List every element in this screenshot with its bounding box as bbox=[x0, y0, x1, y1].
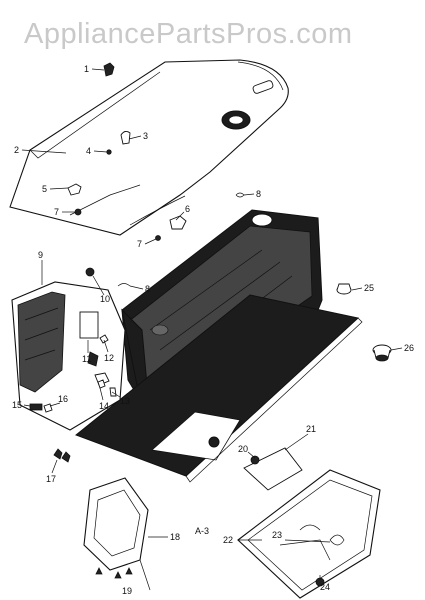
callout-15: 15 bbox=[12, 400, 22, 410]
callout-18: 18 bbox=[170, 532, 180, 542]
spring-8b-icon bbox=[117, 283, 131, 287]
callout-11: 11 bbox=[82, 354, 91, 364]
callout-6: 6 bbox=[185, 204, 190, 214]
screw-17-icon bbox=[53, 448, 63, 460]
callout-21: 21 bbox=[306, 424, 316, 434]
bracket-6-icon bbox=[169, 215, 187, 230]
callout-5: 5 bbox=[42, 184, 47, 194]
part-14-icon bbox=[97, 379, 106, 389]
callout-20: 20 bbox=[238, 444, 248, 454]
callout-17: 17 bbox=[46, 474, 56, 484]
callout-19: 19 bbox=[122, 586, 132, 596]
callout-8: 8 bbox=[256, 189, 261, 199]
callout-8b: 8 bbox=[145, 284, 150, 294]
callout-labels: 1 2 3 4 5 6 7 7 8 8 9 10 11 12 13 14 15 … bbox=[12, 64, 414, 596]
watermark-text: AppliancePartsPros.com bbox=[24, 18, 353, 50]
callout-3: 3 bbox=[143, 131, 148, 141]
gasket-plate bbox=[83, 477, 149, 579]
front-panel-assembly bbox=[11, 281, 126, 431]
spring-8-icon bbox=[235, 192, 245, 198]
callout-26: 26 bbox=[404, 343, 414, 353]
callout-7b: 7 bbox=[137, 239, 142, 249]
callout-13: 13 bbox=[120, 396, 130, 406]
callout-14: 14 bbox=[99, 401, 109, 411]
bottom-plate bbox=[237, 469, 381, 599]
callout-24: 24 bbox=[320, 582, 330, 592]
base-plate bbox=[75, 294, 363, 483]
plate-21-icon bbox=[243, 447, 303, 491]
base-plate-opening bbox=[151, 411, 241, 461]
knob-10-icon bbox=[85, 267, 95, 277]
callout-4: 4 bbox=[86, 146, 91, 156]
screw-4-icon bbox=[106, 149, 112, 155]
callout-10: 10 bbox=[100, 294, 110, 304]
callout-25: 25 bbox=[364, 283, 374, 293]
callout-9: 9 bbox=[38, 250, 43, 260]
clip-3-icon bbox=[120, 130, 131, 145]
screw-19c-icon bbox=[125, 567, 133, 575]
callout-16: 16 bbox=[58, 394, 68, 404]
top-cover bbox=[9, 59, 289, 236]
screw-1-icon bbox=[103, 62, 115, 77]
callout-12: 12 bbox=[104, 353, 114, 363]
spring-23-icon bbox=[329, 534, 345, 546]
callout-22: 22 bbox=[223, 535, 233, 545]
screw-19b-icon bbox=[114, 571, 122, 579]
callout-2: 2 bbox=[14, 145, 19, 155]
callout-7: 7 bbox=[54, 207, 59, 217]
spring-13-icon bbox=[109, 387, 117, 397]
screw-20-icon bbox=[250, 455, 260, 465]
callout-1: 1 bbox=[84, 64, 89, 74]
clip-12-icon bbox=[99, 334, 109, 344]
misc-parts bbox=[243, 283, 392, 491]
screw-19a-icon bbox=[95, 567, 103, 575]
leader-lines bbox=[21, 68, 403, 591]
callout-23: 23 bbox=[272, 530, 282, 540]
part-16-icon bbox=[43, 403, 53, 413]
bracket-5-icon bbox=[67, 183, 82, 196]
part-15-icon bbox=[29, 403, 43, 411]
screw-7-icon bbox=[74, 208, 82, 216]
screw-7b-icon bbox=[155, 235, 161, 241]
view-label: A-3 bbox=[195, 526, 209, 536]
